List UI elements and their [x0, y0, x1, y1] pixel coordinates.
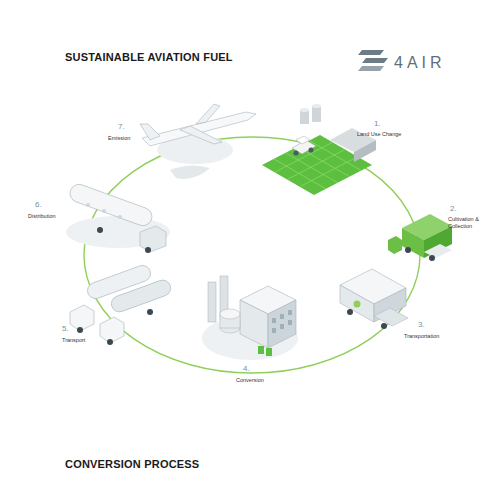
- stage-label: Land Use Change: [357, 131, 401, 138]
- callout-number: 1.: [374, 119, 381, 128]
- diagram-caption: CONVERSION PROCESS: [65, 458, 199, 470]
- stage-label: Emission: [108, 135, 130, 142]
- callout-number: 7.: [118, 122, 125, 131]
- green-truck-illustration: [388, 214, 452, 261]
- fuel-tanker-illustration: [66, 182, 170, 253]
- factory-illustration: [202, 276, 298, 360]
- farm-illustration: [262, 104, 376, 195]
- callout-number: 5.: [62, 324, 69, 333]
- cycle-ring: [84, 137, 420, 373]
- stage-label: Conversion: [236, 377, 264, 384]
- tanker-truck-illustration: [70, 263, 173, 345]
- stage-label: Distribution: [28, 213, 56, 220]
- callout-number: 6.: [35, 200, 42, 209]
- callout-number: 3.: [418, 320, 425, 329]
- logo-text: 4AIR: [394, 54, 446, 72]
- box-truck-illustration: [340, 269, 408, 329]
- stage-label: Cultivation & Collection: [448, 216, 482, 230]
- diagram-title: SUSTAINABLE AVIATION FUEL: [65, 51, 233, 63]
- logo-mark: [358, 50, 388, 71]
- stage-label: Transportation: [404, 333, 439, 340]
- callout-number: 4.: [243, 364, 250, 373]
- callout-number: 2.: [450, 204, 457, 213]
- aircraft-illustration: [140, 104, 256, 179]
- stage-label: Transport: [62, 337, 85, 344]
